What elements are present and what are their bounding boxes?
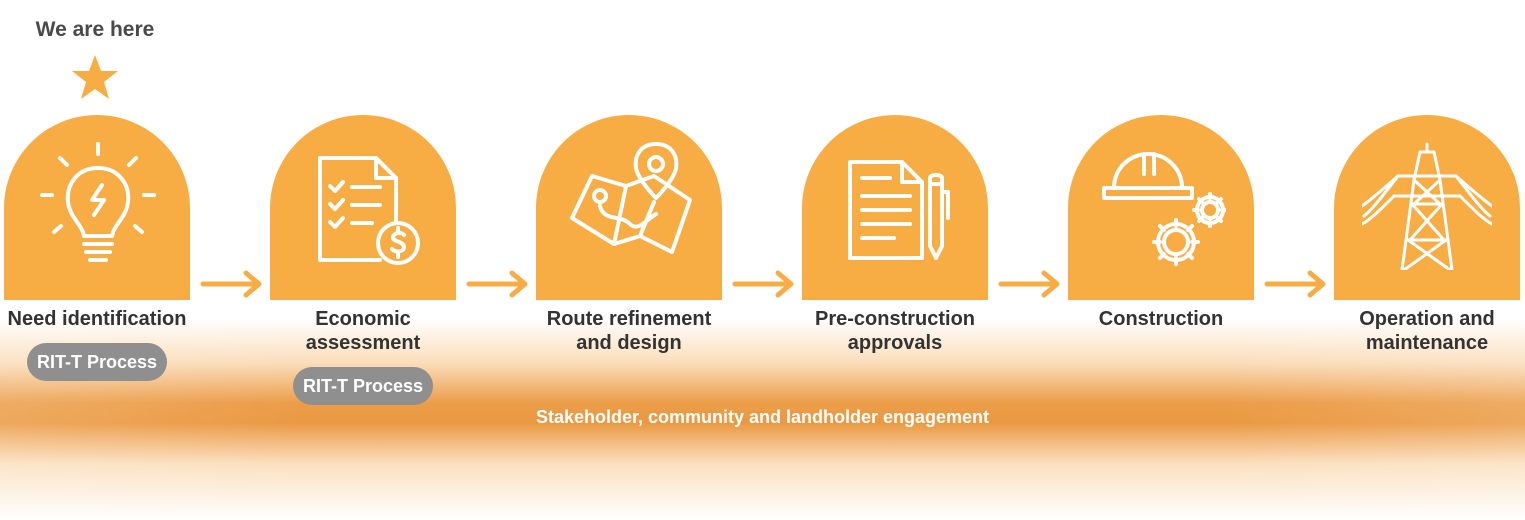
stage-label: Construction bbox=[1098, 308, 1224, 330]
we-are-here-label: We are here bbox=[35, 18, 155, 41]
stage-route-refinement: Route refinement and design bbox=[536, 115, 722, 355]
stage-construction: Construction bbox=[1068, 115, 1254, 331]
arrow-right-icon bbox=[998, 270, 1060, 298]
hardhat-gears-icon bbox=[1102, 152, 1226, 266]
engagement-band bbox=[0, 318, 1525, 520]
stage-arch bbox=[270, 115, 456, 300]
stage-label: Need identification bbox=[7, 308, 187, 330]
stage-arch bbox=[4, 115, 190, 300]
checklist-dollar-icon bbox=[318, 156, 420, 265]
document-pen-icon bbox=[848, 160, 950, 260]
stage-arch bbox=[1334, 115, 1520, 300]
rit-t-process-badge: RIT-T Process bbox=[27, 343, 167, 381]
stage-need-identification: Need identification RIT-T Process bbox=[4, 115, 190, 381]
engagement-band-fade bbox=[0, 318, 1525, 520]
stage-label: Route refinement and design bbox=[546, 308, 712, 354]
arrow-right-icon bbox=[200, 270, 262, 298]
stage-pre-construction: Pre-construction approvals bbox=[802, 115, 988, 355]
engagement-label: Stakeholder, community and landholder en… bbox=[535, 407, 990, 427]
stage-arch bbox=[536, 115, 722, 300]
stage-operation-maintenance: Operation and maintenance bbox=[1334, 115, 1520, 355]
transmission-tower-icon bbox=[1362, 142, 1492, 270]
stage-label: Operation and maintenance bbox=[1359, 308, 1495, 354]
map-pin-icon bbox=[570, 142, 692, 254]
stage-arch bbox=[1068, 115, 1254, 300]
stage-label: Pre-construction approvals bbox=[814, 308, 976, 354]
rit-t-process-badge: RIT-T Process bbox=[293, 367, 433, 405]
arrow-right-icon bbox=[732, 270, 794, 298]
stage-label: Economic assessment bbox=[305, 308, 421, 354]
stage-arch bbox=[802, 115, 988, 300]
stage-economic-assessment: Economic assessment RIT-T Process bbox=[270, 115, 456, 405]
lightbulb-icon bbox=[40, 142, 156, 262]
star-icon bbox=[72, 55, 118, 99]
arrow-right-icon bbox=[466, 270, 528, 298]
arrow-right-icon bbox=[1264, 270, 1326, 298]
